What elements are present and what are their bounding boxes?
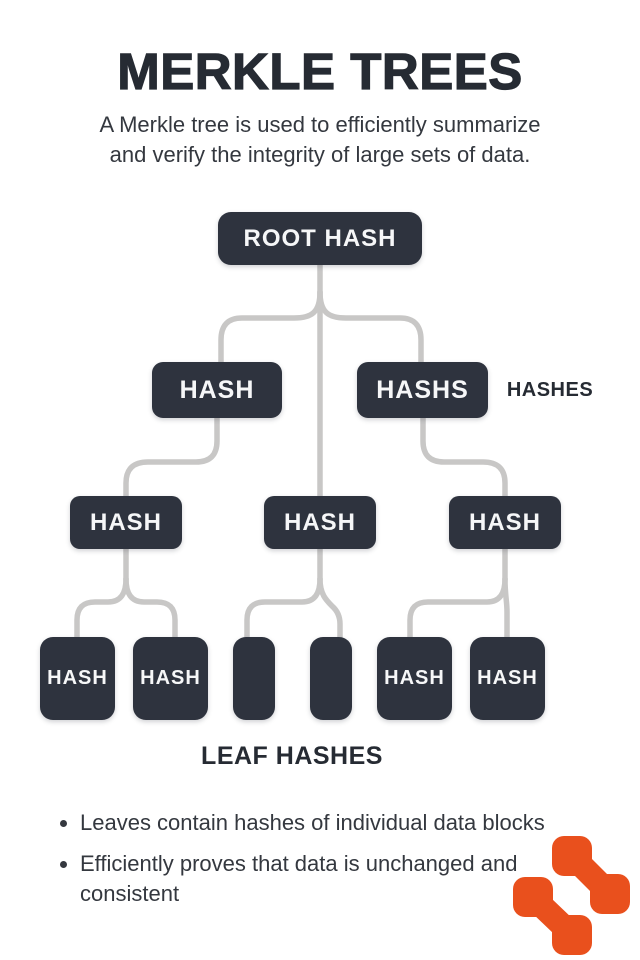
leaf-hash-node-5: HASH [377, 637, 452, 720]
logo-square-left [513, 877, 553, 917]
bullet-item-1: Leaves contain hashes of individual data… [60, 808, 600, 838]
connector-root-right [317, 289, 424, 366]
bullet-dot-icon [60, 861, 67, 868]
logo-square-right [590, 874, 630, 914]
level3-hash-node-middle: HASH [264, 496, 376, 549]
connector-l3b-right [317, 576, 343, 645]
connector-l3b-left [244, 576, 323, 645]
bullet-item-2: Efficiently proves that data is unchange… [60, 849, 600, 909]
bullet-dot-icon [60, 820, 67, 827]
level2-hash-node-left: HASH [152, 362, 282, 418]
page-title: MERKLE TREES [117, 43, 523, 100]
leaf-hash-node-6: HASH [470, 637, 545, 720]
connector-root-left [218, 289, 323, 366]
subtitle-line-2: and verify the integrity of large sets o… [109, 142, 531, 167]
connector-l3c-left [407, 576, 508, 645]
subtitle-line-1: A Merkle tree is used to efficiently sum… [99, 112, 541, 137]
level3-hash-node-right: HASH [449, 496, 561, 549]
logo-square-bottom [552, 915, 592, 955]
bullet-list: Leaves contain hashes of individual data… [60, 808, 600, 920]
connector-l3a-right [123, 576, 178, 645]
leaf-hash-node-1: HASH [40, 637, 115, 720]
root-hash-node: ROOT HASH [218, 212, 422, 265]
hashes-side-label: HASHES [506, 378, 594, 401]
orange-linked-squares-logo-icon [513, 836, 630, 955]
logo-square-top [552, 836, 592, 876]
connector-l3c-right [502, 576, 510, 645]
leaf-blank-node-3 [233, 637, 275, 720]
connector-l3a-left [74, 576, 129, 645]
leaf-hashes-caption: LEAF HASHES [201, 742, 383, 770]
subtitle: A Merkle tree is used to efficiently sum… [0, 110, 640, 170]
connector-l2-right [420, 415, 508, 501]
connector-l2-left [123, 415, 220, 501]
leaf-blank-node-4 [310, 637, 352, 720]
leaf-hash-node-2: HASH [133, 637, 208, 720]
level3-hash-node-left: HASH [70, 496, 182, 549]
level2-hash-node-right: HASHS [357, 362, 488, 418]
bullet-text-1: Leaves contain hashes of individual data… [80, 810, 545, 835]
bullet-text-2: Efficiently proves that data is unchange… [80, 851, 518, 906]
